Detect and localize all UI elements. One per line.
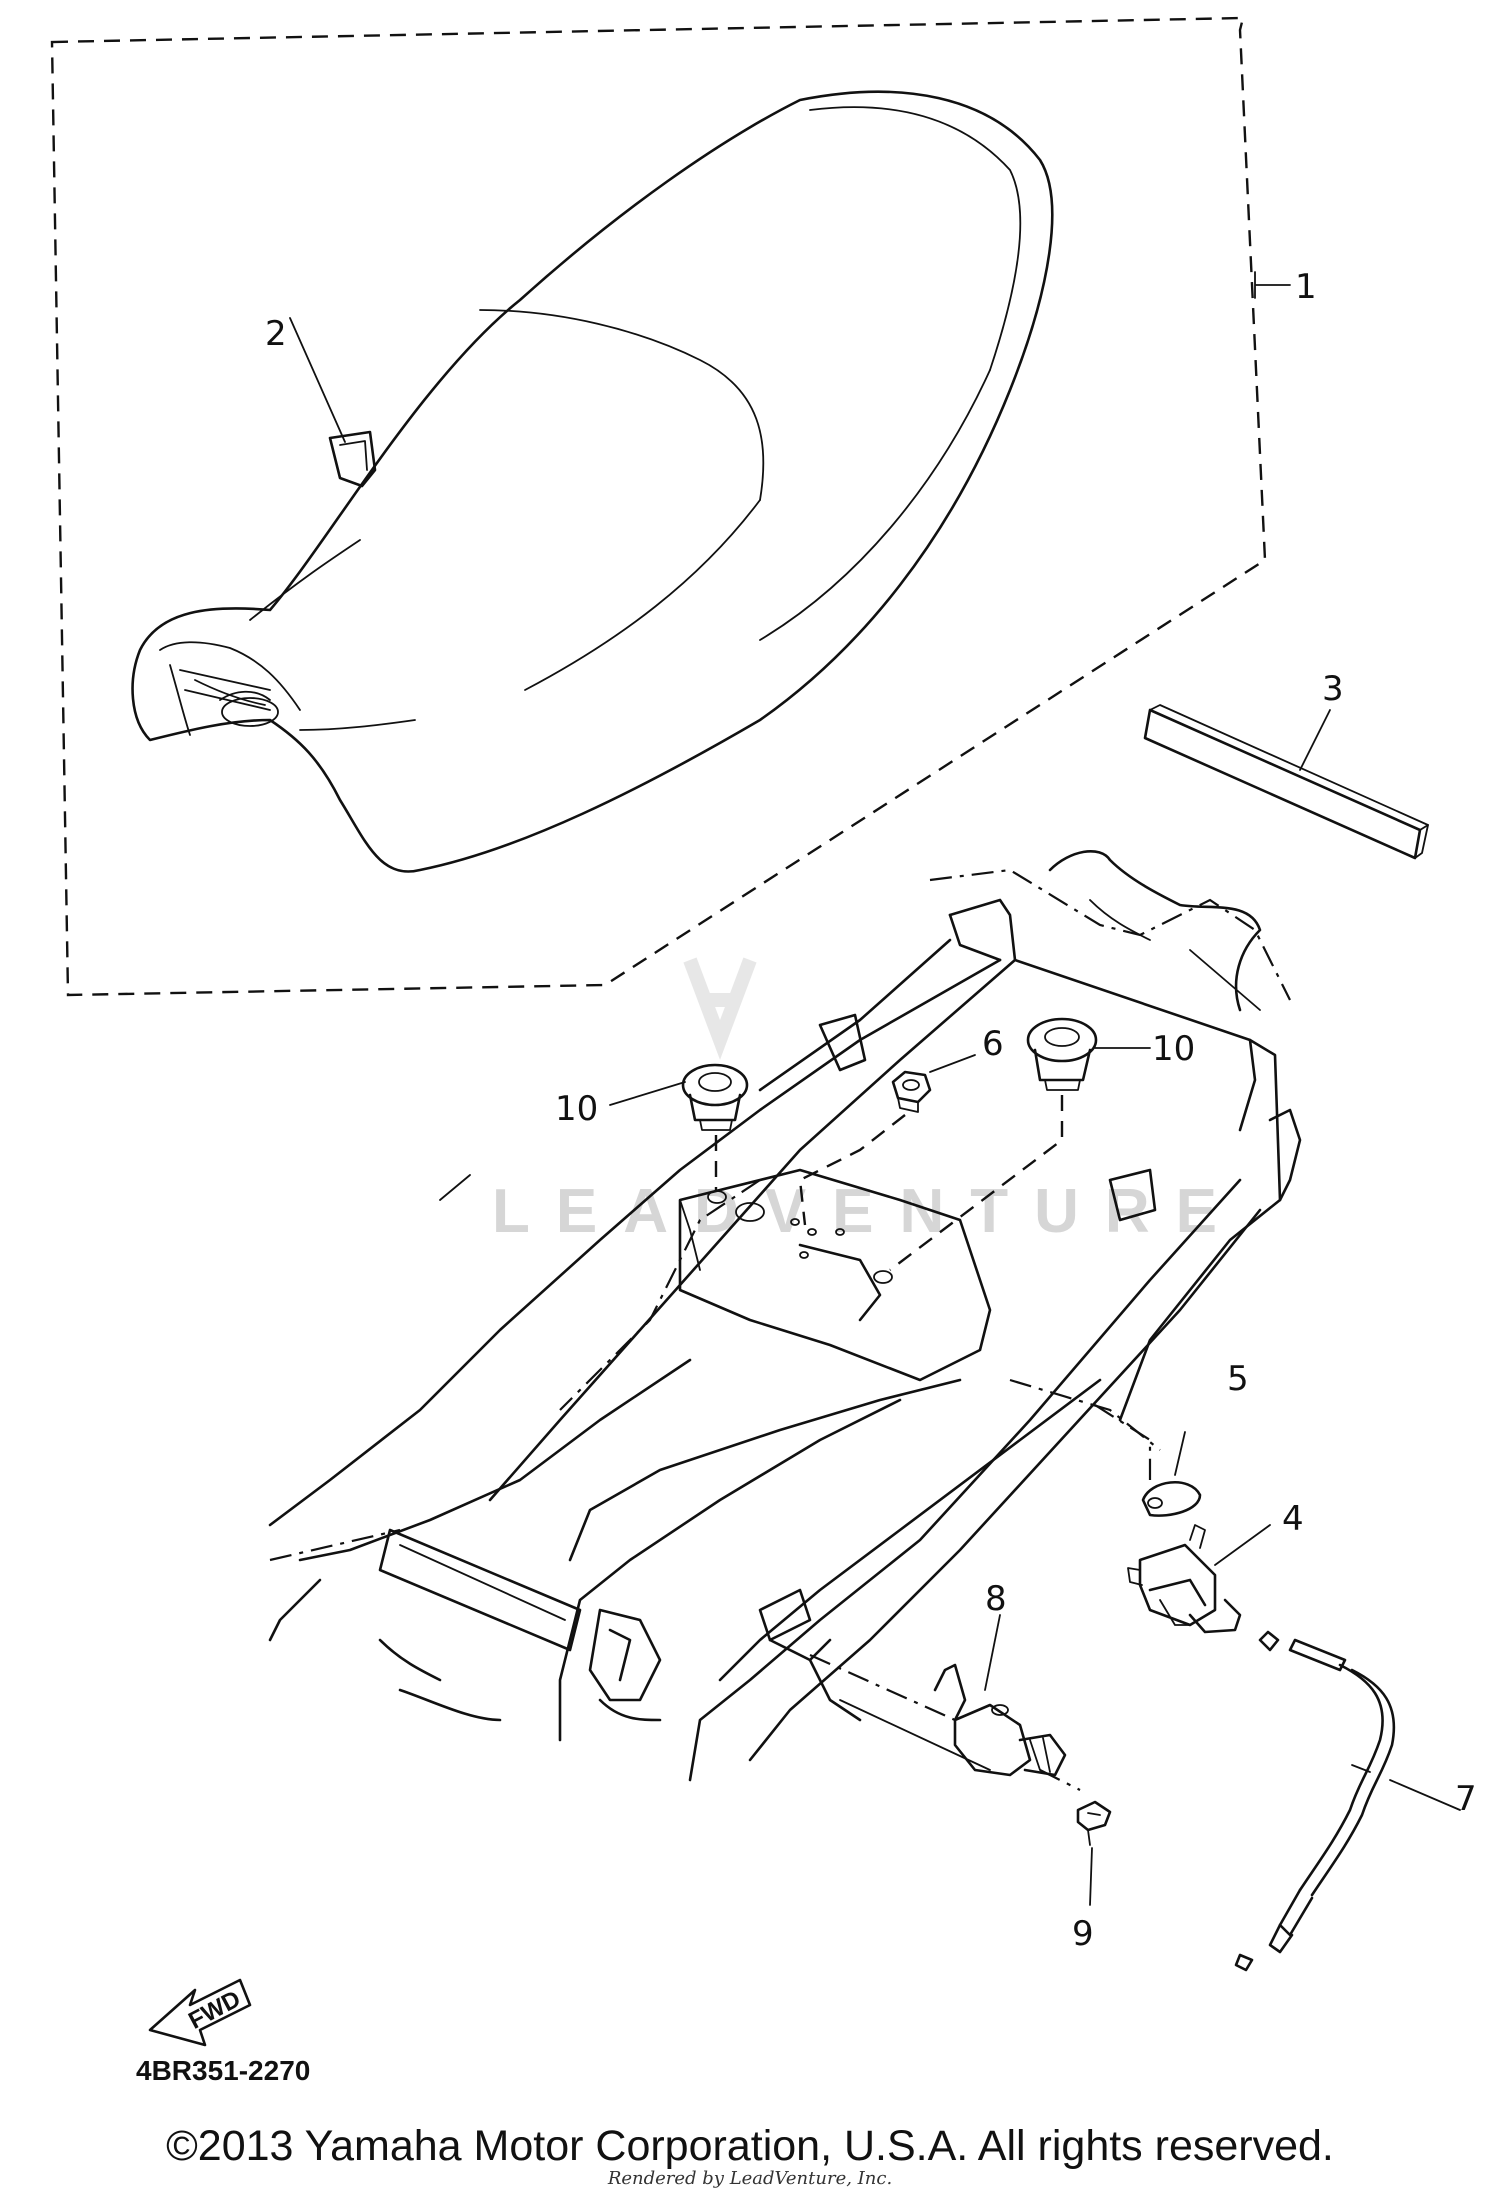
callout-2: 2 (265, 314, 287, 354)
callout-1: 1 (1295, 267, 1317, 307)
callout-10b: 10 (1152, 1029, 1195, 1069)
seat-lock (1127, 1524, 1242, 1634)
callout-9: 9 (1072, 1914, 1094, 1954)
rendered-by-note: Rendered by LeadVenture, Inc. (607, 2168, 893, 2189)
rubber-grommet-right (1026, 1017, 1098, 1091)
watermark-logo (683, 957, 757, 1060)
seat-lock-cable (1234, 1630, 1396, 1972)
rear-frame (268, 850, 1302, 1782)
leader-1 (1254, 271, 1291, 299)
leader-nut-drop (798, 1114, 906, 1226)
leader-7 (1389, 1779, 1461, 1811)
fwd-arrow-icon (148, 1978, 252, 2047)
callout-10a: 10 (555, 1089, 598, 1129)
leader-2 (289, 317, 346, 443)
seat (131, 90, 1054, 873)
callout-3: 3 (1322, 669, 1344, 709)
callout-8: 8 (985, 1579, 1007, 1619)
leader-3 (1299, 709, 1331, 771)
watermark-text: LEADVENTURE (492, 1177, 1243, 1246)
leader-8 (984, 1614, 1001, 1691)
seat-assembly-boundary (50, 16, 1267, 997)
leader-9 (1089, 1847, 1093, 1906)
nut (891, 1070, 932, 1113)
frame-hole-right (873, 1270, 893, 1284)
leader-10a (609, 1081, 686, 1106)
lock-plate (1141, 1481, 1202, 1517)
rubber-grommet-left (681, 1063, 749, 1131)
screw (1076, 1800, 1112, 1846)
screw-guide (1039, 1769, 1081, 1791)
frame-hole-left (707, 1190, 727, 1204)
callout-4: 4 (1282, 1499, 1304, 1539)
leader-6 (929, 1054, 976, 1073)
leader-5 (1174, 1431, 1186, 1476)
callout-5: 5 (1227, 1359, 1249, 1399)
callout-6: 6 (982, 1024, 1004, 1064)
lock-plate-guide (1094, 1404, 1152, 1480)
seat-strap-bracket (328, 430, 377, 488)
foam-strip (1143, 704, 1429, 860)
callout-7: 7 (1455, 1779, 1477, 1819)
copyright-notice: ©2013 Yamaha Motor Corporation, U.S.A. A… (166, 2122, 1334, 2170)
diagram-code: 4BR351-2270 (136, 2055, 310, 2086)
leader-4 (1214, 1524, 1271, 1566)
leader-grommet-right-drop (889, 1095, 1064, 1271)
key-cylinder-guide (809, 1653, 956, 1722)
